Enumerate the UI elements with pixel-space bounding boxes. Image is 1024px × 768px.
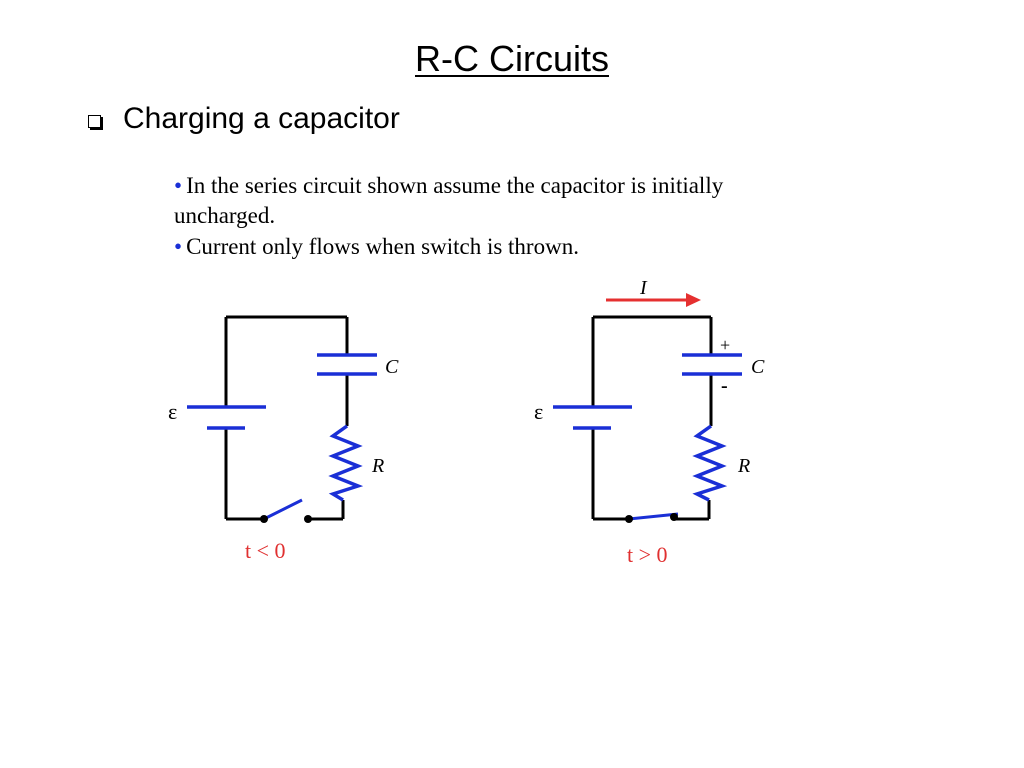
capacitor: [682, 353, 742, 376]
note-current-flow: •Current only flows when switch is throw…: [174, 232, 579, 262]
note-line: In the series circuit shown assume the c…: [186, 173, 724, 198]
circuit-open: ε C R t < 0: [168, 315, 399, 563]
resistor-label: R: [737, 455, 750, 477]
capacitor: [317, 353, 377, 376]
wires: [224, 315, 349, 521]
switch-open: [263, 498, 303, 521]
bullet-dot-icon: •: [174, 173, 183, 198]
switch-terminal: [260, 515, 268, 523]
circuit-closed: I + - ε C R t > 0: [534, 277, 765, 567]
switch-terminal: [625, 515, 633, 523]
wires: [591, 315, 713, 521]
note-line-continuation: uncharged.: [174, 203, 276, 228]
time-label: t > 0: [627, 542, 668, 567]
note-initially-uncharged: •In the series circuit shown assume the …: [174, 171, 723, 231]
slide-title: R-C Circuits: [415, 38, 609, 79]
emf-label: ε: [168, 399, 177, 424]
note-line: Current only flows when switch is thrown…: [186, 234, 579, 259]
battery: [553, 405, 632, 430]
battery: [187, 405, 266, 430]
bullet-item: Charging a capacitor: [88, 102, 400, 136]
minus-label: -: [721, 375, 728, 397]
capacitor-label: C: [751, 356, 765, 378]
emf-label: ε: [534, 399, 543, 424]
bullet-dot-icon: •: [174, 234, 183, 259]
switch-terminal: [304, 515, 312, 523]
current-arrow: [606, 293, 701, 307]
switch-terminal: [670, 513, 678, 521]
square-bullet-icon: [88, 114, 101, 128]
plus-label: +: [720, 335, 730, 355]
resistor-label: R: [371, 455, 384, 477]
bullet-text: Charging a capacitor: [123, 102, 400, 135]
current-label: I: [639, 277, 648, 299]
time-label: t < 0: [245, 538, 286, 563]
switch-closed: [628, 512, 679, 521]
resistor: [692, 424, 728, 502]
capacitor-label: C: [385, 356, 399, 378]
resistor: [328, 424, 364, 502]
